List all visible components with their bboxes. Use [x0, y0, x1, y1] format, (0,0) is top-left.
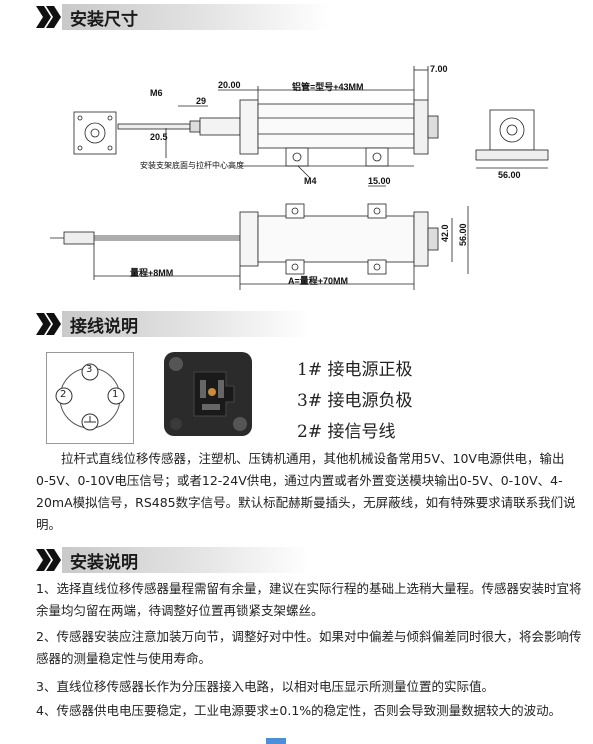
- section-header-wiring: 接线说明: [0, 310, 310, 338]
- dim-stroke-plus-8: 量程+8MM: [130, 268, 174, 278]
- section-title: 安装说明: [62, 547, 310, 573]
- install-note-1: 1、选择直线位移传感器量程需留有余量，建议在实际行程的基础上选稍大量程。传感器安…: [36, 581, 582, 618]
- dim-15: 15.00: [368, 176, 391, 186]
- pin-label-1: 1: [112, 389, 119, 400]
- pin-desc-3: 3# 接电源负极: [297, 391, 413, 411]
- connector-photo: [164, 352, 252, 436]
- pin-label-3: 3: [86, 364, 93, 375]
- double-chevron-icon: [36, 549, 62, 571]
- dim-56-bottom: 56.00: [498, 170, 521, 180]
- dimension-drawing: [50, 66, 549, 290]
- pin-label-2: 2: [60, 389, 67, 400]
- section-header-install-notes: 安装说明: [0, 546, 310, 574]
- install-note-3: 3、直线位移传感器长作为分压器接入电路，以相对电压显示所测量位置的实际值。: [36, 679, 494, 694]
- note-bracket-height: 安装支架底面与拉杆中心高度: [140, 161, 244, 170]
- double-chevron-icon: [36, 313, 62, 335]
- dim-42: 42.0: [440, 224, 450, 242]
- section-title: 接线说明: [62, 311, 310, 337]
- pin-desc-2: 2# 接信号线: [297, 422, 396, 442]
- dim-tube-length: 铝管=型号+43MM: [292, 82, 364, 92]
- label-m6: M6: [150, 88, 163, 98]
- section-title: 安装尺寸: [62, 4, 330, 30]
- wiring-description: 拉杆式直线位移传感器，注塑机、压铸机通用，其他机械设备常用5V、10V电源供电，…: [36, 451, 576, 532]
- footer-accent-mark: [266, 738, 286, 744]
- install-note-2: 2、传感器安装应注意加装万向节，调整好对中性。如果对中偏差与倾斜偏差同时很大，将…: [36, 629, 582, 666]
- install-note-4: 4、传感器供电电压要稳定，工业电源要求±0.1%的稳定性，否则会导致测量数据较大…: [36, 703, 562, 718]
- dim-7: 7.00: [430, 64, 448, 74]
- pin-desc-1: 1# 接电源正极: [297, 360, 413, 380]
- dim-20: 20.00: [218, 80, 241, 90]
- dim-29: 29: [196, 96, 207, 106]
- dim-20-5: 20.5: [150, 132, 168, 142]
- dim-56-side: 56.00: [458, 223, 468, 246]
- label-m4: M4: [304, 176, 317, 186]
- dim-a-length: A=量程+70MM: [288, 276, 349, 286]
- double-chevron-icon: [36, 6, 62, 28]
- section-header-install-size: 安装尺寸: [0, 3, 330, 31]
- connector-pinout-diagram: [46, 352, 134, 444]
